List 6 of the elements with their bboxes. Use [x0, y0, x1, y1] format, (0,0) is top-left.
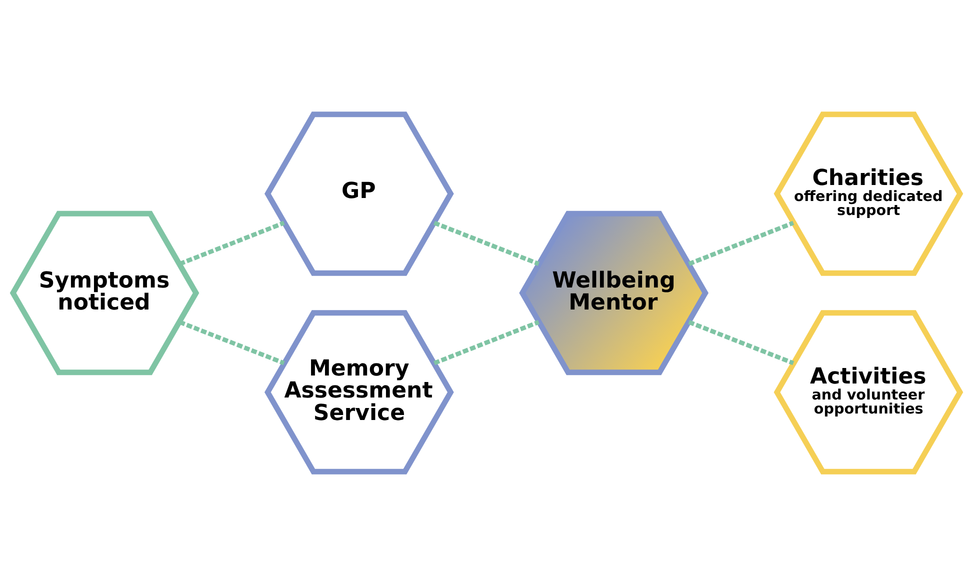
connector — [688, 220, 794, 266]
connector — [434, 220, 540, 266]
connector — [178, 320, 285, 366]
connector — [688, 320, 794, 366]
connector — [178, 220, 285, 266]
connector — [434, 320, 540, 366]
